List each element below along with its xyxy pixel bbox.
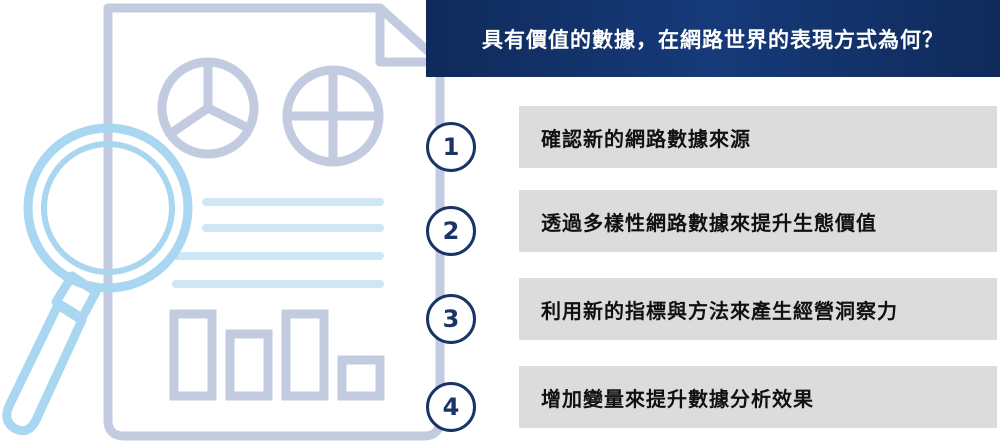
step-number-badge: 2 <box>426 206 476 256</box>
step-number: 4 <box>442 393 460 421</box>
magnifying-glass-icon <box>2 123 193 436</box>
page-title: 具有價值的數據，在網路世界的表現方式為何？ <box>482 27 944 52</box>
pie-chart-icon <box>157 57 259 159</box>
step-text: 確認新的網路數據來源 <box>541 126 751 151</box>
step-text: 增加變量來提升數據分析效果 <box>541 386 814 411</box>
bar-chart-icon <box>169 309 385 401</box>
step-text-bar: 透過多樣性網路數據來提升生態價值 <box>519 190 997 252</box>
step-number: 1 <box>442 133 460 161</box>
step-number-badge: 3 <box>426 294 476 344</box>
step-text-bar: 確認新的網路數據來源 <box>519 106 997 168</box>
step-4: 4 增加變量來提升數據分析效果 <box>0 366 1000 436</box>
step-text: 利用新的指標與方法來產生經營洞察力 <box>541 298 898 323</box>
step-number-badge: 1 <box>426 122 476 172</box>
step-3: 3 利用新的指標與方法來產生經營洞察力 <box>0 278 1000 348</box>
title-banner: 具有價值的數據，在網路世界的表現方式為何？ <box>426 0 1000 77</box>
step-text-bar: 增加變量來提升數據分析效果 <box>519 366 997 428</box>
step-2: 2 透過多樣性網路數據來提升生態價值 <box>0 190 1000 260</box>
step-text: 透過多樣性網路數據來提升生態價值 <box>541 210 877 235</box>
step-number-badge: 4 <box>426 382 476 432</box>
step-1: 1 確認新的網路數據來源 <box>0 106 1000 176</box>
step-number: 2 <box>442 217 460 245</box>
text-lines-icon <box>172 198 384 288</box>
quartered-circle-icon <box>282 65 384 167</box>
step-text-bar: 利用新的指標與方法來產生經營洞察力 <box>519 278 997 340</box>
step-number: 3 <box>442 305 460 333</box>
report-illustration <box>2 3 445 441</box>
